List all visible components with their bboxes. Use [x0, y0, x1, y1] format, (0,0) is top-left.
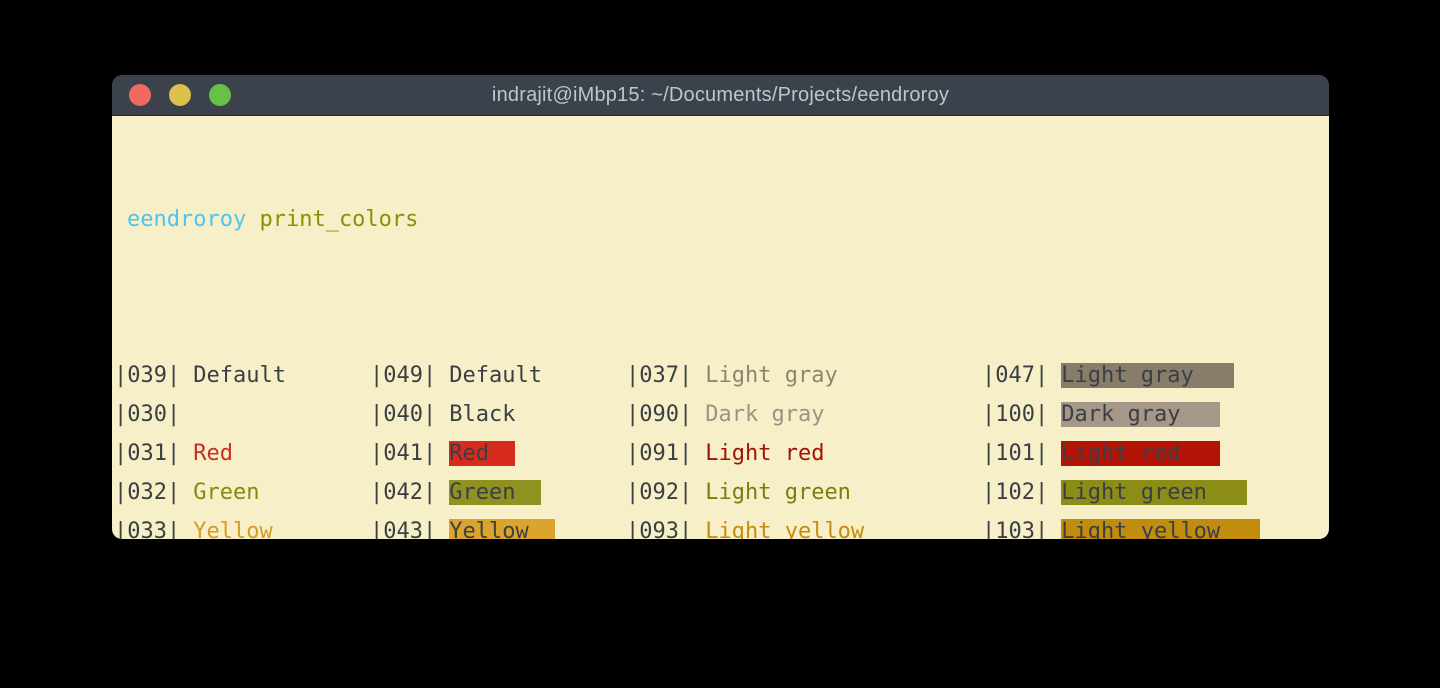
color-code: |039|: [114, 363, 181, 388]
color-entry: |030|: [114, 395, 180, 434]
color-entry: |047| Light gray: [982, 356, 1234, 395]
color-code: |102|: [982, 480, 1049, 505]
color-entry: |033| Yellow: [114, 512, 273, 539]
color-table: |039|Default|049|Default|037|Light gray|…: [112, 356, 1329, 539]
color-table-row: |033|Yellow|043|Yellow|093|Light yellow|…: [112, 512, 1329, 539]
color-code: |043|: [370, 519, 437, 539]
color-code: |042|: [370, 480, 437, 505]
terminal-window: indrajit@iMbp15: ~/Documents/Projects/ee…: [112, 75, 1329, 539]
color-label: Light gray: [705, 363, 838, 388]
color-code: |092|: [626, 480, 693, 505]
color-label: Light gray: [1061, 363, 1234, 388]
minimize-button[interactable]: [169, 84, 191, 106]
prompt-line-command: eendroroy print_colors: [112, 200, 1329, 239]
color-label: Black: [449, 402, 516, 427]
color-table-row: |031| Red |041| Red |091| Light red |101| Light…: [112, 434, 1329, 473]
color-code: |101|: [982, 441, 1049, 466]
color-code: |040|: [370, 402, 437, 427]
color-code: |103|: [982, 519, 1049, 539]
prompt-username: eendroroy: [127, 207, 247, 232]
color-entry: |091| Light red: [626, 434, 824, 473]
color-code: |100|: [982, 402, 1049, 427]
color-code: |041|: [370, 441, 437, 466]
color-label: Light red: [1061, 441, 1221, 466]
color-entry: |040| Black: [370, 395, 515, 434]
color-code: |033|: [114, 519, 181, 539]
color-entry: |031| Red: [114, 434, 233, 473]
color-code: |031|: [114, 441, 181, 466]
color-code: |090|: [626, 402, 693, 427]
color-entry: |090| Dark gray: [626, 395, 824, 434]
color-entry: |042| Green: [370, 473, 542, 512]
color-table-row: |039|Default|049|Default|037|Light gray|…: [112, 356, 1329, 395]
color-entry: |037| Light gray: [626, 356, 838, 395]
color-entry: |100| Dark gray: [982, 395, 1221, 434]
color-code: |030|: [114, 402, 181, 427]
color-label: Green: [193, 480, 260, 505]
color-table-row: |030| |040| Black |090| Dark gray |100| Dark g…: [112, 395, 1329, 434]
color-entry: |041| Red: [370, 434, 515, 473]
color-code: |047|: [982, 363, 1049, 388]
color-label: Light yellow: [705, 519, 865, 539]
color-label: Light red: [705, 441, 825, 466]
terminal-content[interactable]: eendroroy print_colors |039|Default|049|…: [112, 116, 1329, 539]
color-entry: |102| Light green: [982, 473, 1247, 512]
color-label: Green: [449, 480, 542, 505]
traffic-lights: [129, 75, 231, 115]
zoom-button[interactable]: [209, 84, 231, 106]
color-label: Default: [193, 363, 286, 388]
prompt-command: print_colors: [259, 207, 419, 232]
window-title: indrajit@iMbp15: ~/Documents/Projects/ee…: [491, 83, 950, 106]
color-label: Light yellow: [1061, 519, 1261, 539]
color-code: |049|: [370, 363, 437, 388]
color-entry: |092| Light green: [626, 473, 851, 512]
color-label: Default: [449, 363, 542, 388]
color-code: |091|: [626, 441, 693, 466]
color-label: Yellow: [449, 519, 555, 539]
color-label: Red: [193, 441, 233, 466]
color-entry: |049| Default: [370, 356, 542, 395]
color-table-row: |032|Green|042|Green|092|Light green|102…: [112, 473, 1329, 512]
color-label: Light green: [1061, 480, 1247, 505]
color-code: |037|: [626, 363, 693, 388]
color-entry: |043| Yellow: [370, 512, 555, 539]
color-label: Light green: [705, 480, 851, 505]
color-label: Dark gray: [705, 402, 825, 427]
close-button[interactable]: [129, 84, 151, 106]
color-entry: |093| Light yellow: [626, 512, 864, 539]
color-label: Red: [449, 441, 515, 466]
window-titlebar[interactable]: indrajit@iMbp15: ~/Documents/Projects/ee…: [112, 75, 1329, 116]
color-code: |032|: [114, 480, 181, 505]
color-entry: |103| Light yellow: [982, 512, 1261, 539]
color-entry: |039| Default: [114, 356, 286, 395]
color-entry: |032| Green: [114, 473, 259, 512]
color-entry: |101| Light red: [982, 434, 1221, 473]
color-code: |093|: [626, 519, 693, 539]
color-label: Dark gray: [1061, 402, 1221, 427]
color-label: Yellow: [193, 519, 273, 539]
